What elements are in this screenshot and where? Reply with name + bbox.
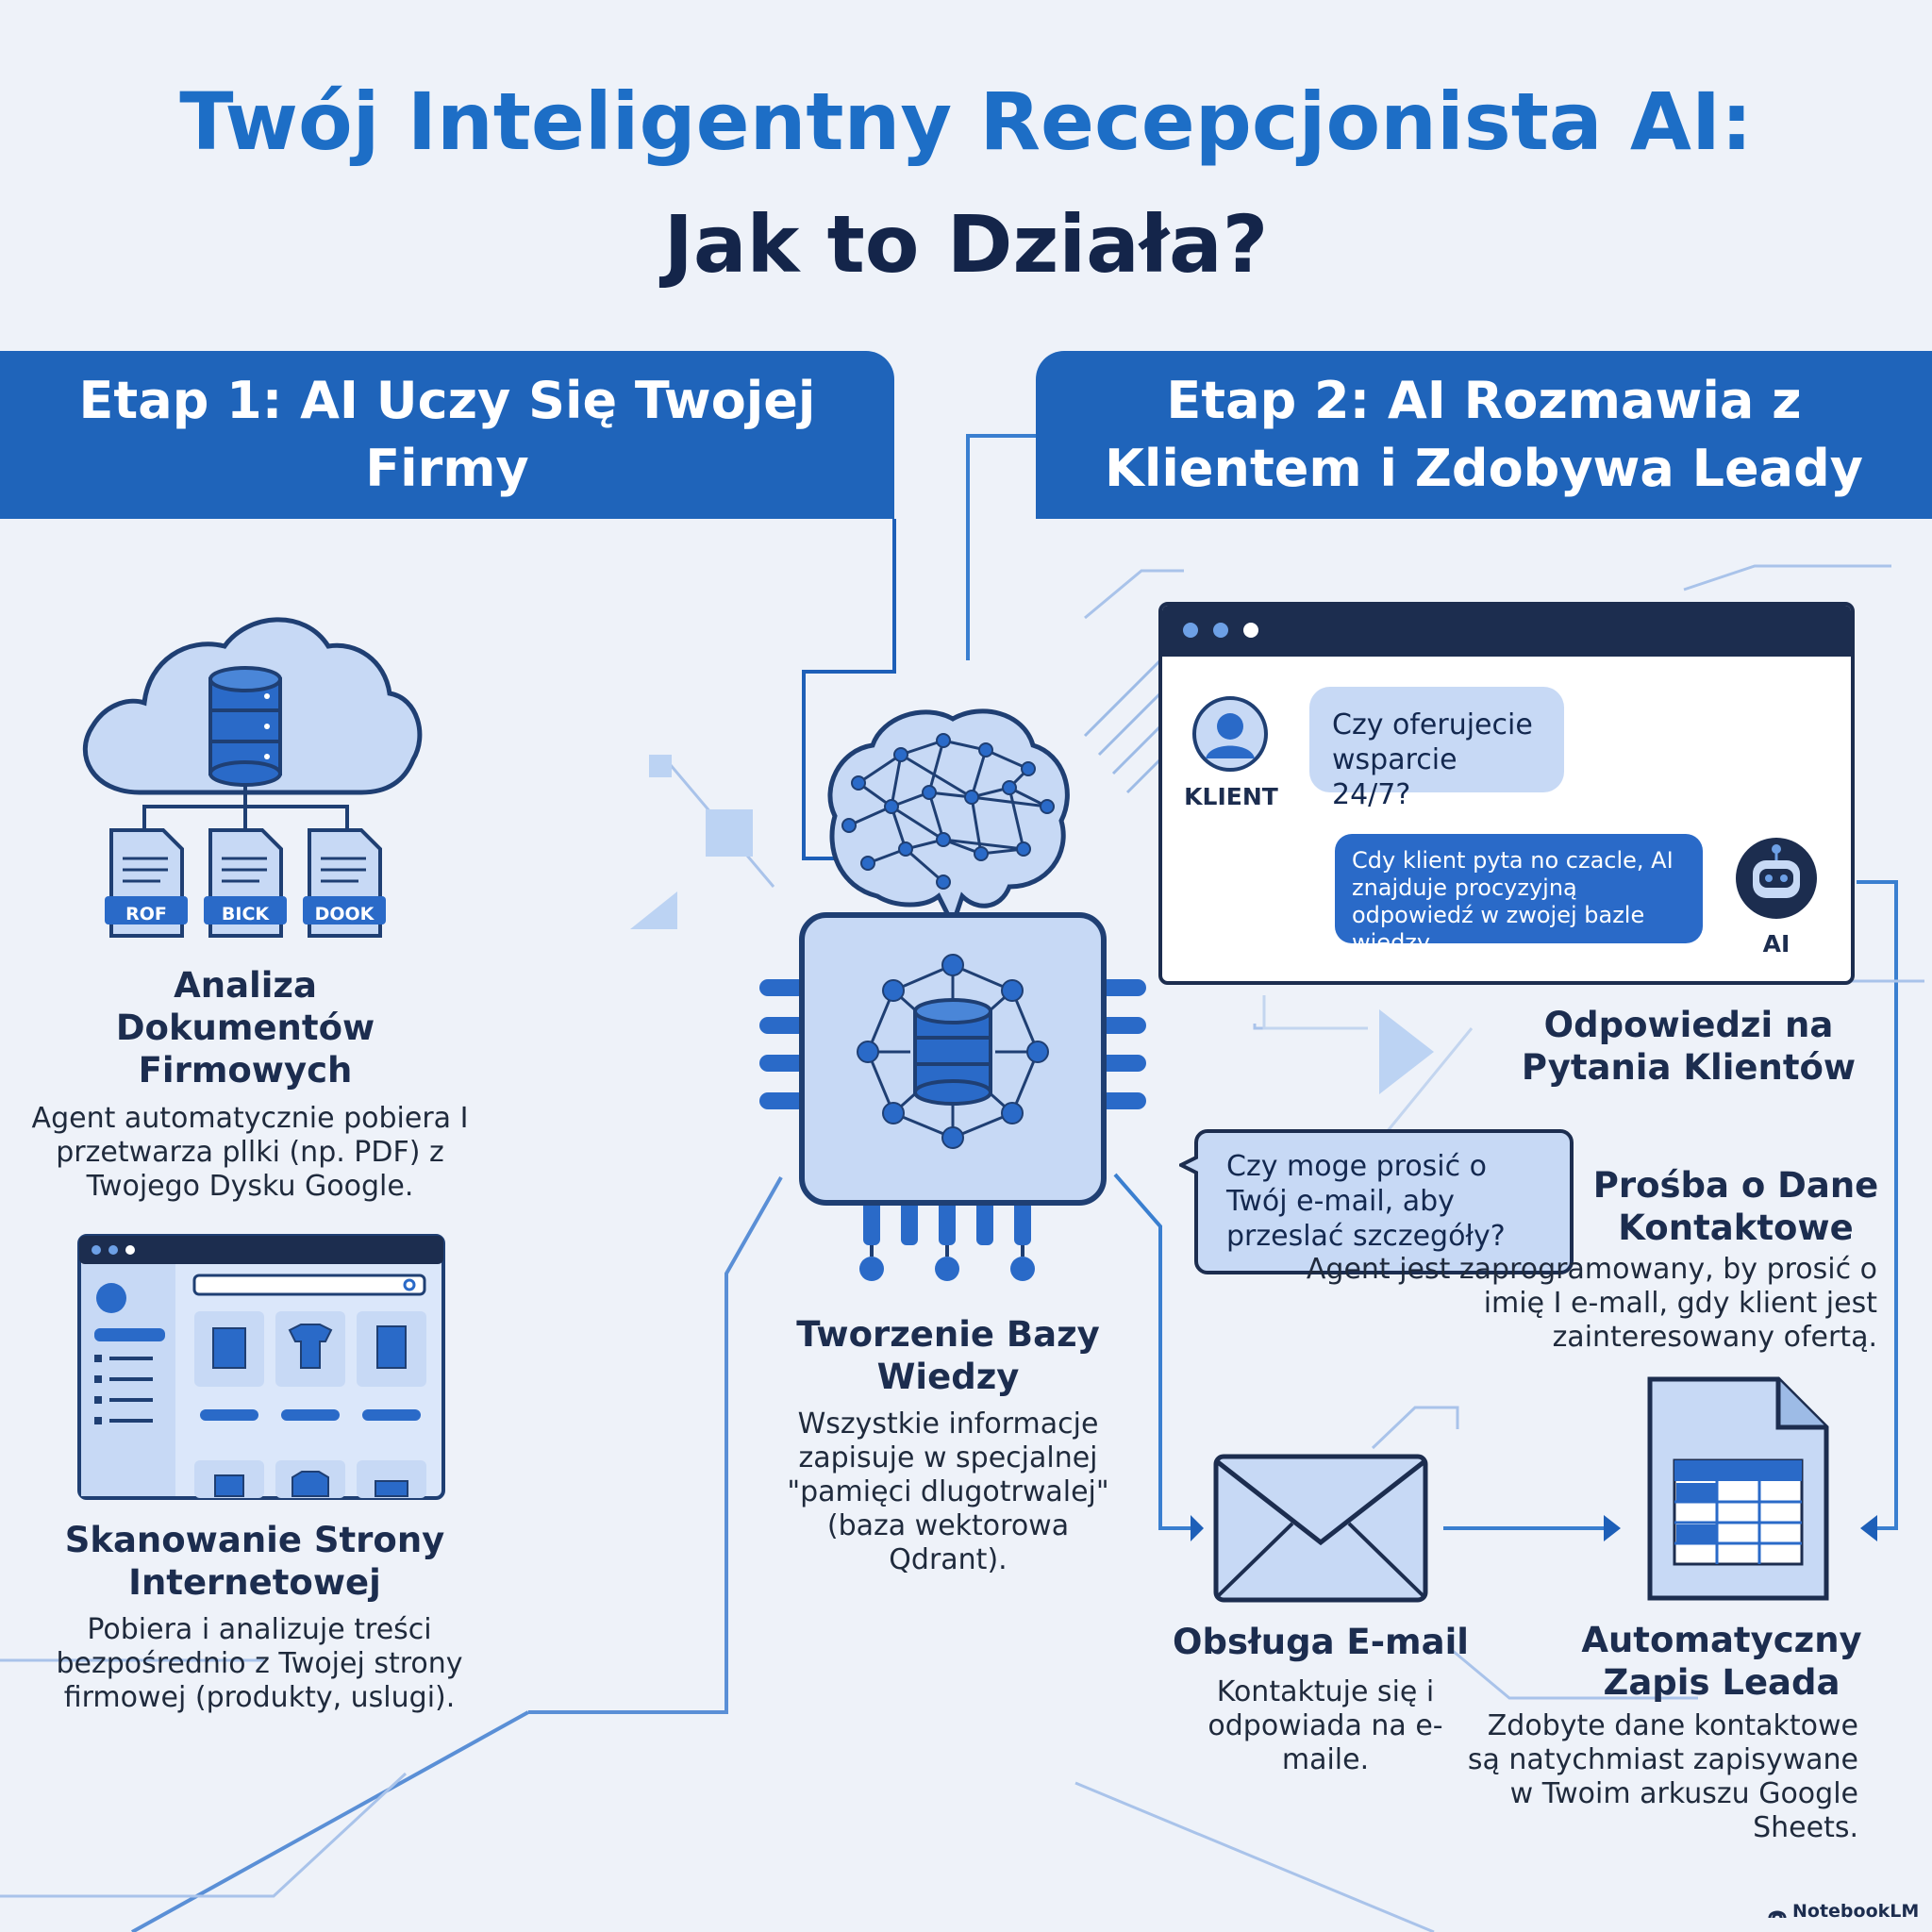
chip-database-icon (759, 912, 1146, 1281)
client-message-bubble: Czy oferujecie wsparcie 24/7? (1309, 687, 1564, 811)
web-shop-icon (77, 1234, 445, 1500)
knowledge-base-title: Tworzenie Bazy Wiedzy (796, 1314, 1100, 1397)
envelope-icon (1213, 1454, 1428, 1603)
cloud-database-icon (82, 617, 423, 938)
contact-description: Agent jest zaprogramowany, by prosić o i… (1306, 1253, 1877, 1354)
documents-title: Analiza Dokumentów Firmowych (115, 965, 375, 1091)
website-title: Skanowanie Strony Internetowej (64, 1520, 445, 1603)
lead-title: Automatyczny Zapis Leada (1581, 1620, 1862, 1703)
window-dot-icon (1243, 623, 1258, 638)
documents-description: Agent automatycznie pobiera I przetwarza… (31, 1102, 469, 1203)
ai-label: AI (1762, 930, 1790, 958)
stage-1-banner: Etap 1: AI Uczy Się Twojej Firmy (0, 351, 894, 519)
file-label-3: DOOK (314, 904, 375, 924)
brand-name: NotebookLM (1792, 1901, 1920, 1922)
client-message: Czy oferujecie wsparcie 24/7? (1332, 708, 1533, 811)
email-title: Obsługa E-mail (1173, 1622, 1469, 1662)
file-label-1: ROF (125, 904, 167, 924)
spreadsheet-icon (1647, 1376, 1829, 1601)
contact-title: Prośba o Dane Kontaktowe (1592, 1165, 1879, 1248)
brain-network-icon (827, 708, 1070, 931)
ai-message: Cdy klient pyta no czacle, AI znajduje p… (1352, 847, 1674, 956)
contact-bubble-shape (1179, 1129, 1574, 1274)
page-subtitle: Jak to Działa? (663, 198, 1269, 291)
ai-message-bubble: Cdy klient pyta no czacle, AI znajduje p… (1335, 834, 1703, 956)
email-description: Kontaktuje się i odpowiada na e-maile. (1208, 1675, 1443, 1776)
robot-avatar-icon (1736, 838, 1817, 919)
client-label: KLIENT (1184, 783, 1278, 810)
client-avatar-icon (1192, 696, 1268, 772)
window-dot-icon (1183, 623, 1198, 638)
file-label-2: BICK (221, 904, 270, 924)
website-description: Pobiera i analizuje treści bezpośrednio … (56, 1613, 463, 1714)
chat-window-titlebar (1162, 606, 1851, 657)
chat-window (1158, 602, 1855, 985)
contact-request-message: Czy moge prosić o Twój e-mail, aby przes… (1226, 1150, 1506, 1253)
answers-title: Odpowiedzi na Pytania Klientów (1521, 1005, 1857, 1088)
brand-watermark: NotebookLM (1768, 1901, 1919, 1922)
window-dot-icon (1213, 623, 1228, 638)
knowledge-base-description: Wszystkie informacje zapisuje w specjaln… (787, 1407, 1109, 1576)
stage-2-banner: Etap 2: AI Rozmawia z Klientem i Zdobywa… (1036, 351, 1932, 519)
notebooklm-logo-icon (1768, 1910, 1787, 1919)
page-title: Twój Inteligentny Recepcjonista AI: (179, 75, 1753, 168)
lead-description: Zdobyte dane kontaktowe są natychmiast z… (1467, 1709, 1858, 1844)
